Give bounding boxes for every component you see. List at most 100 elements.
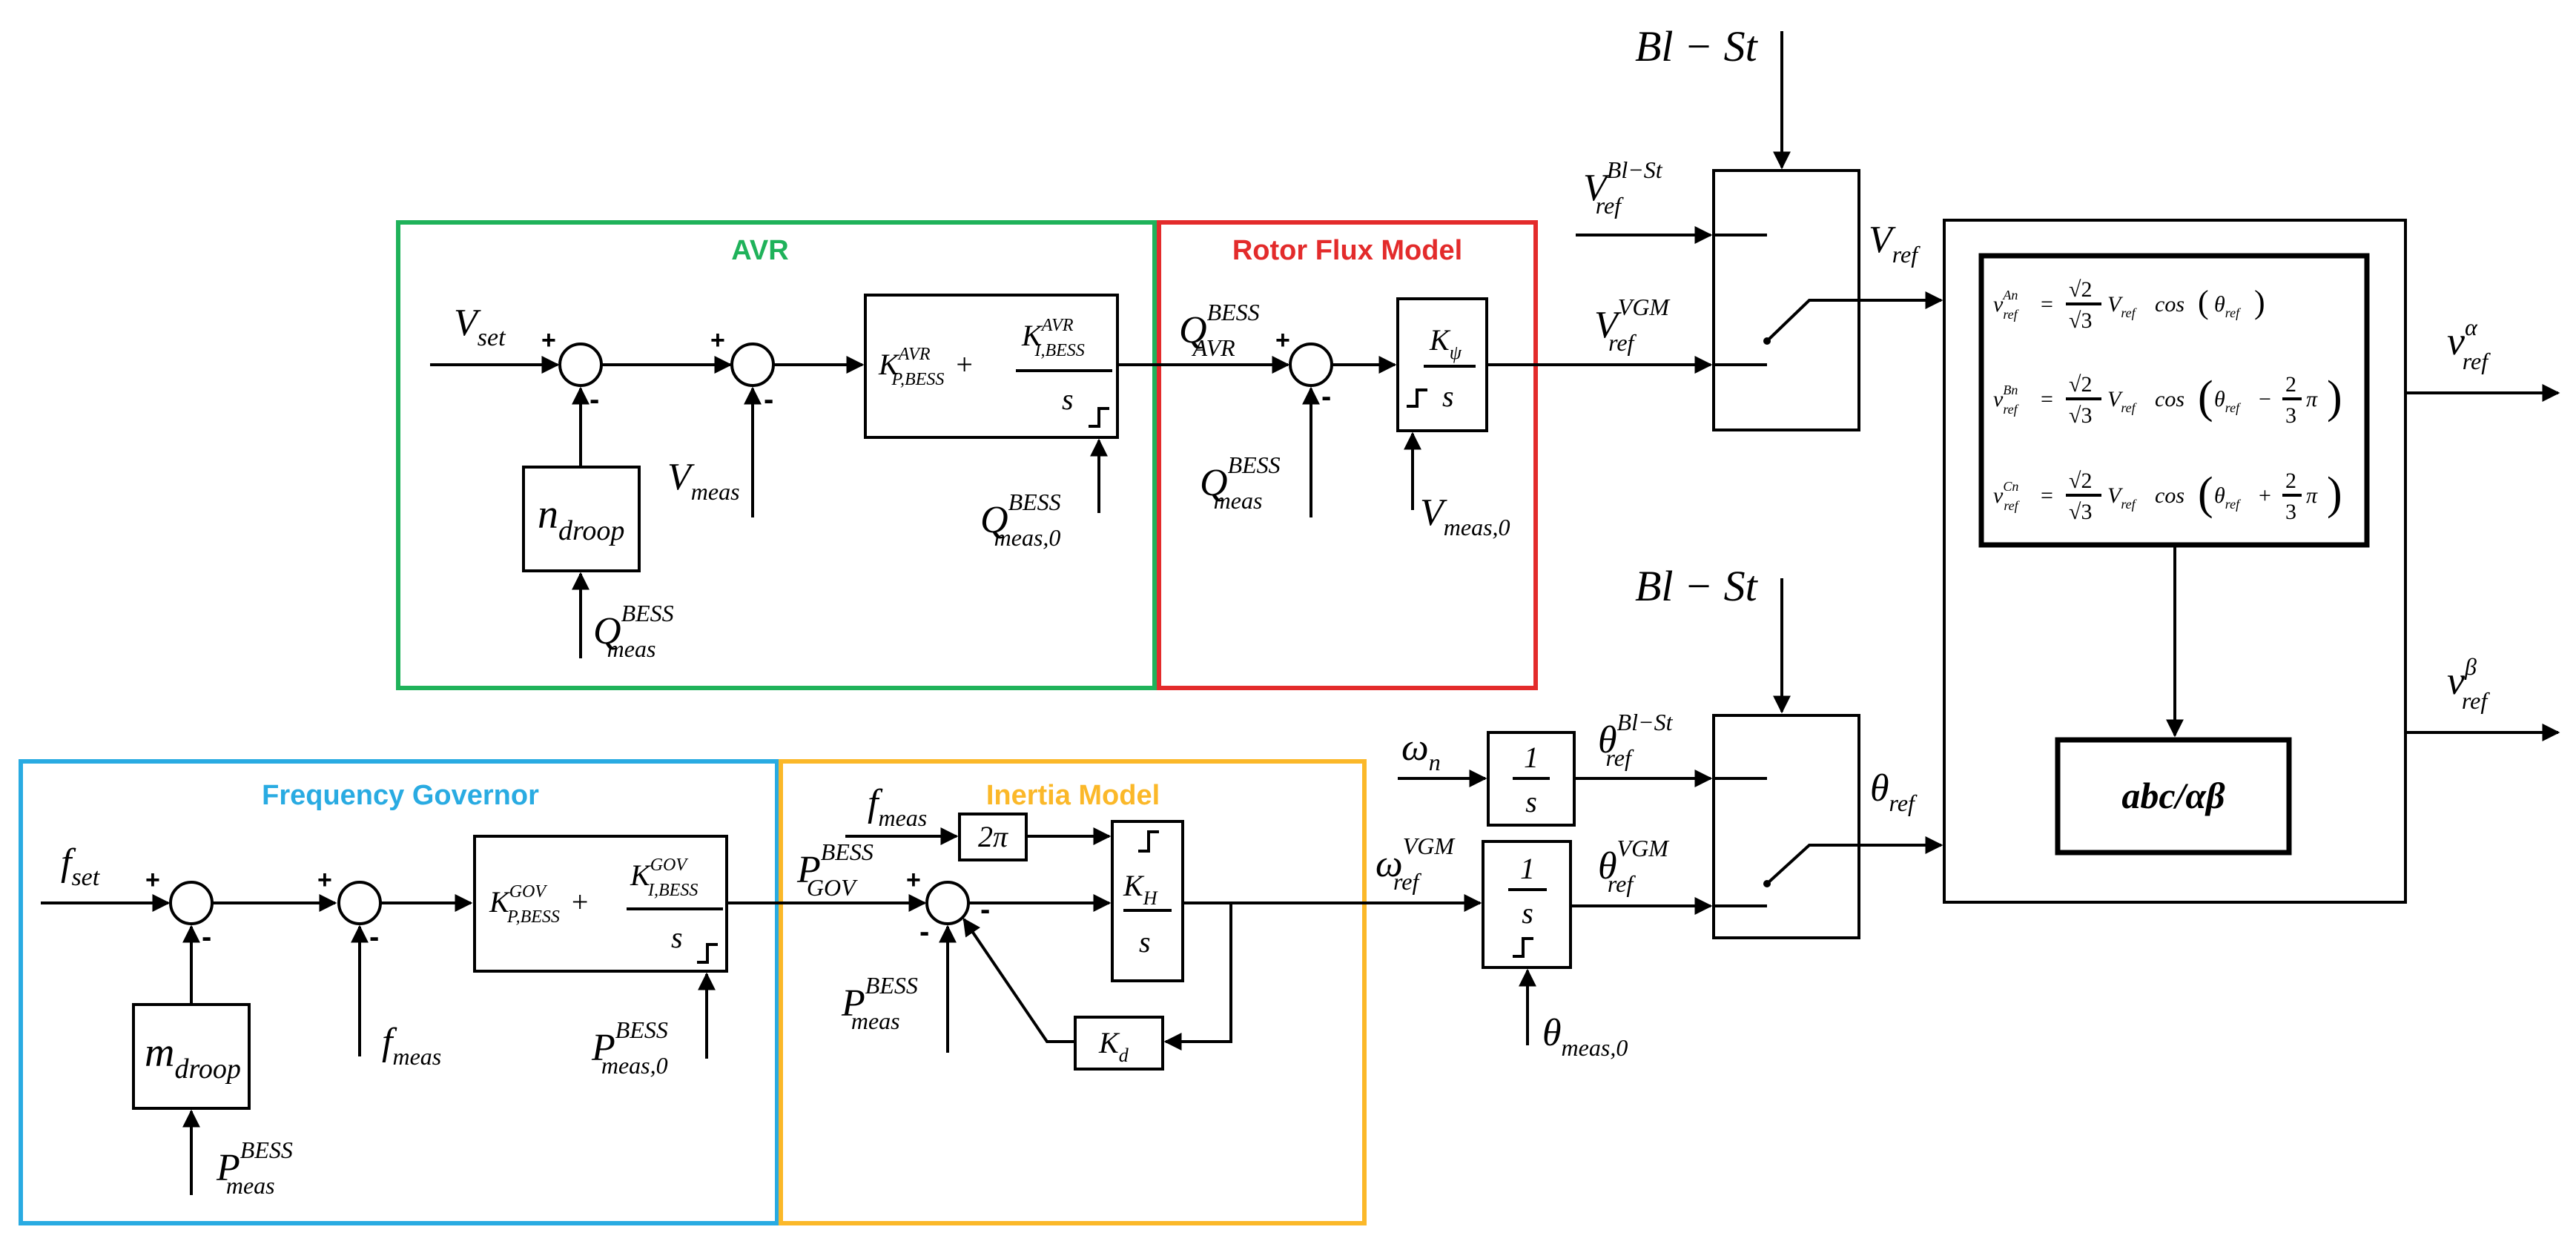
- fmeas-gov-label: fmeas: [382, 1021, 441, 1070]
- svg-text:cos: cos: [2155, 387, 2184, 411]
- k-h-den: s: [1139, 925, 1151, 959]
- pi-avr-block: [864, 294, 1119, 439]
- integrator-bottom-num: 1: [1520, 852, 1535, 885]
- gov-sum-1: [169, 881, 214, 925]
- svg-text:θref: θref: [2214, 292, 2242, 320]
- integrator-bottom-den: s: [1522, 896, 1533, 930]
- gov-sum-2: [337, 881, 382, 925]
- k-h-num: KH: [1123, 869, 1158, 909]
- integrator-top-block: [1487, 731, 1576, 827]
- n-droop-block: [522, 466, 641, 572]
- gov-sum1-minus: -: [202, 921, 211, 953]
- k-h-limiter-icon: [1138, 830, 1159, 853]
- svg-text:=: =: [2041, 292, 2053, 317]
- integrator-top-num: 1: [1524, 741, 1539, 774]
- integrator-top-den: s: [1525, 785, 1537, 818]
- fset-label: fset: [61, 841, 101, 891]
- in-sum-plus: +: [906, 866, 921, 894]
- integrator-bottom-limiter-icon: [1513, 937, 1533, 958]
- inertia-sum: [925, 881, 970, 925]
- k-d-label: Kd: [1098, 1026, 1129, 1066]
- frequency-governor-group-frame: [19, 759, 779, 1225]
- frequency-governor-group-title: Frequency Governor: [262, 780, 539, 811]
- svg-text:−: −: [2259, 387, 2271, 411]
- svg-text:Vref: Vref: [2107, 387, 2138, 415]
- inertia-group-frame: [779, 759, 1367, 1225]
- k-d-block: [1074, 1016, 1164, 1071]
- vmeas0-label: Vmeas,0: [1420, 492, 1510, 540]
- blst-bottom-label: Bl − St: [1635, 562, 1759, 610]
- svg-text:3: 3: [2285, 403, 2296, 428]
- avr-sum2-minus: -: [764, 383, 773, 416]
- gov-sum2-minus: -: [369, 921, 379, 953]
- pi-gov-block: [473, 835, 728, 973]
- avr-group-frame: [396, 220, 1157, 690]
- svg-text:cos: cos: [2155, 292, 2184, 317]
- m-droop-label: mdroop: [145, 1030, 241, 1085]
- svg-text:(: (: [2198, 469, 2213, 519]
- avr-group-title: AVR: [731, 235, 788, 266]
- pi-gov-limiter-icon: [697, 943, 718, 964]
- rf-sum: [1289, 343, 1333, 387]
- vset-label: Vset: [454, 302, 506, 351]
- svg-text:π: π: [2306, 387, 2318, 411]
- avr-sum-2: [730, 343, 775, 387]
- abc-alphabeta-label: abc/αβ: [2121, 775, 2225, 816]
- theta-ref-label: θref: [1870, 767, 1918, 816]
- blst-top-label: Bl − St: [1635, 22, 1759, 70]
- k-psi-den: s: [1442, 380, 1454, 413]
- svg-text:): ): [2254, 284, 2265, 320]
- switch-bottom-blade: [1766, 844, 1859, 885]
- m-droop-block: [132, 1003, 251, 1110]
- gov-sum2-plus: +: [317, 866, 332, 894]
- svg-text:cos: cos: [2155, 483, 2184, 508]
- svg-text:=: =: [2041, 483, 2053, 508]
- rotor-flux-group-title: Rotor Flux Model: [1232, 235, 1462, 266]
- svg-text:√3: √3: [2069, 500, 2092, 524]
- svg-text:): ): [2327, 372, 2342, 423]
- svg-text:(: (: [2198, 372, 2213, 423]
- pi-gov-den: s: [671, 921, 683, 954]
- k-psi-limiter-icon: [1407, 388, 1427, 408]
- svg-text:Vref: Vref: [2107, 483, 2138, 512]
- svg-text:Vref: Vref: [2107, 292, 2138, 320]
- svg-text:2: 2: [2285, 469, 2296, 493]
- svg-text:(: (: [2198, 284, 2209, 320]
- avr-sum-1: [558, 343, 603, 387]
- vmeas-label: Vmeas: [667, 456, 740, 505]
- abc-alphabeta-block: [2055, 737, 2292, 856]
- vref-label: Vref: [1869, 219, 1921, 268]
- gov-sum1-plus: +: [145, 866, 160, 894]
- switch-top-blade: [1766, 299, 1859, 343]
- avr-sum1-plus: +: [541, 326, 556, 354]
- pi-avr-den: s: [1062, 383, 1074, 416]
- kd-to-in-sum: [962, 918, 1075, 1043]
- svg-text:√2: √2: [2069, 277, 2092, 302]
- svg-text:θref: θref: [2214, 483, 2242, 512]
- inertia-group-title: Inertia Model: [986, 780, 1160, 811]
